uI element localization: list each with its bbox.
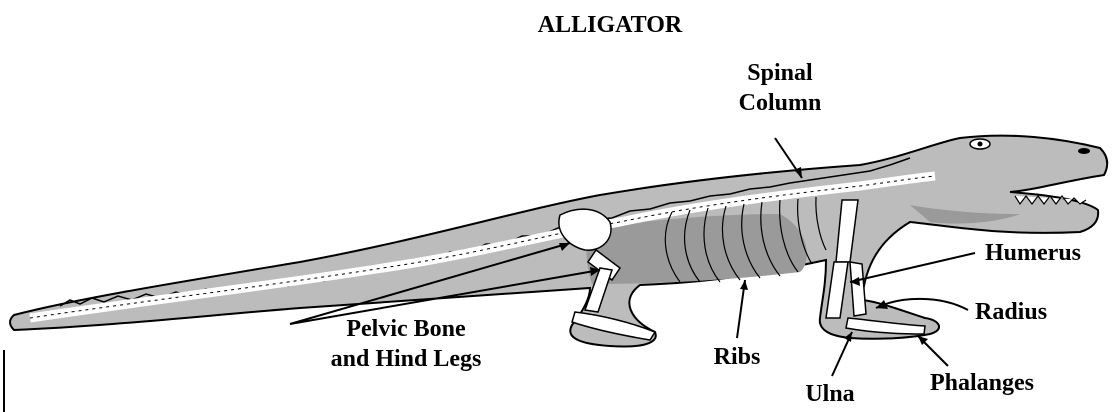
pupil <box>978 142 983 147</box>
label-spinal-column-line2: Column <box>690 88 870 118</box>
nostril <box>1078 148 1090 154</box>
label-spinal-column: Spinal Column <box>690 58 870 118</box>
label-spinal-column-line1: Spinal <box>690 58 870 88</box>
label-ribs: Ribs <box>682 342 792 372</box>
label-pelvic-bone: Pelvic Bone and Hind Legs <box>306 314 506 374</box>
alligator-body <box>10 136 1107 347</box>
diagram-title: ALLIGATOR <box>490 10 730 40</box>
label-pelvic-bone-line2: and Hind Legs <box>306 344 506 374</box>
label-radius: Radius <box>975 297 1047 327</box>
label-humerus: Humerus <box>985 238 1081 268</box>
label-phalanges: Phalanges <box>930 368 1034 398</box>
label-ulna: Ulna <box>770 379 890 409</box>
label-pelvic-bone-line1: Pelvic Bone <box>306 314 506 344</box>
